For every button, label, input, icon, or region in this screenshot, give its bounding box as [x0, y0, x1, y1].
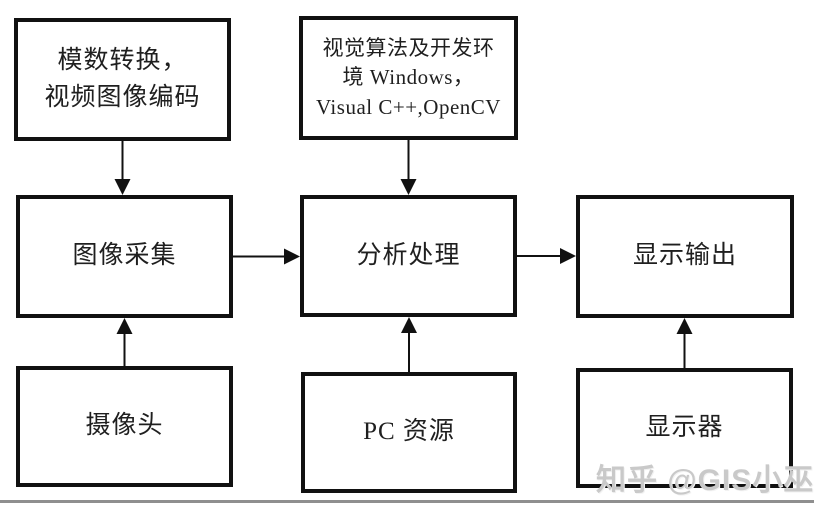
- bottom-divider-line: [0, 500, 814, 503]
- box-monitor-label: 显示器: [645, 413, 724, 441]
- box-adc-video-encoding-label: 模数转换， 视频图像编码: [44, 47, 201, 111]
- box-analysis-processing: 分析处理: [300, 195, 517, 317]
- box-display-output-label: 显示输出: [632, 242, 737, 270]
- box-pc-resources-label: PC 资源: [363, 418, 455, 446]
- arrow-analysis-to-output: [517, 248, 576, 264]
- zhihu-watermark: 知乎 @GIS小巫师: [596, 464, 814, 497]
- arrow-pc-to-analysis: [401, 317, 417, 372]
- box-display-output: 显示输出: [576, 195, 794, 318]
- arrow-camera-to-capture: [116, 318, 133, 366]
- box-monitor: 显示器: [576, 368, 793, 488]
- box-analysis-processing-label: 分析处理: [356, 241, 461, 269]
- box-image-capture-label: 图像采集: [72, 242, 177, 270]
- box-camera: 摄像头: [16, 366, 233, 487]
- arrow-vision-to-analysis: [400, 140, 417, 195]
- box-adc-video-encoding: 模数转换， 视频图像编码: [14, 18, 231, 141]
- arrow-capture-to-analysis: [233, 248, 300, 265]
- box-image-capture: 图像采集: [16, 195, 233, 318]
- box-pc-resources: PC 资源: [301, 372, 517, 493]
- box-vision-algorithm-environment: 视觉算法及开发环 境 Windows， Visual C++,OpenCV: [299, 16, 518, 140]
- box-camera-label: 摄像头: [85, 412, 164, 440]
- arrow-adc-to-capture: [114, 141, 131, 195]
- box-vision-algorithm-environment-label: 视觉算法及开发环 境 Windows， Visual C++,OpenCV: [316, 35, 501, 119]
- arrow-monitor-to-output: [676, 318, 693, 368]
